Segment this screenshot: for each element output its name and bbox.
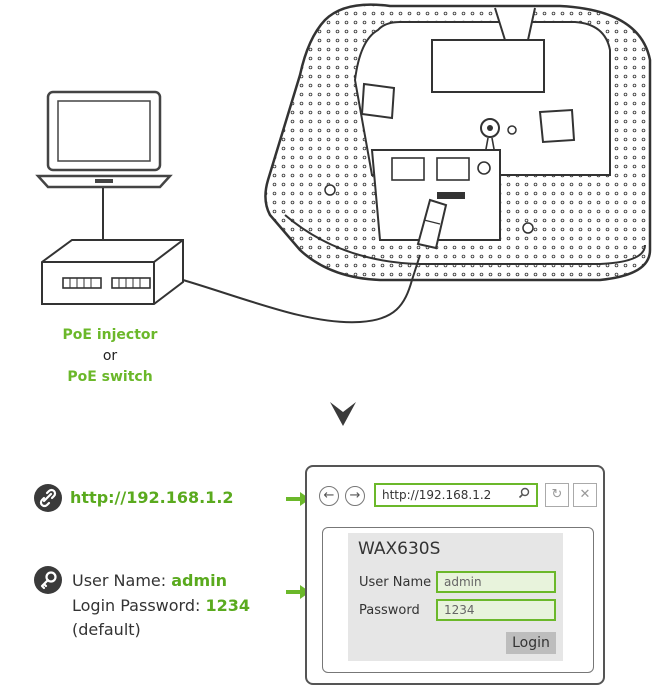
ap-lan1-port bbox=[391, 157, 425, 181]
default-note: (default) bbox=[72, 620, 141, 639]
ethernet-plug bbox=[416, 198, 448, 250]
url-text: http://192.168.1.2 bbox=[70, 488, 234, 507]
username-label: User Name: bbox=[72, 571, 167, 590]
close-icon[interactable]: ✕ bbox=[573, 483, 597, 507]
link-icon bbox=[34, 484, 62, 512]
switch-ports-right bbox=[111, 277, 151, 289]
back-arrow-icon[interactable]: ← bbox=[319, 486, 339, 506]
ap-port-marking bbox=[437, 192, 465, 199]
switch-ports-left bbox=[62, 277, 102, 289]
address-bar-text: http://192.168.1.2 bbox=[382, 488, 492, 502]
key-icon bbox=[34, 566, 62, 594]
username-field-label: User Name bbox=[359, 575, 432, 590]
username-line: User Name: admin bbox=[72, 571, 227, 590]
ap-clip-left bbox=[360, 82, 396, 120]
password-line: Login Password: 1234 bbox=[72, 596, 250, 615]
poe-switch bbox=[41, 239, 184, 305]
password-field[interactable]: 1234 bbox=[436, 599, 556, 621]
right-arrow-icon bbox=[286, 585, 310, 599]
cable-ap bbox=[182, 254, 421, 324]
device-name: WAX630S bbox=[358, 539, 441, 559]
username-value: admin bbox=[171, 571, 228, 590]
login-button[interactable]: Login bbox=[506, 632, 556, 654]
ap-dc-port bbox=[477, 161, 491, 175]
laptop bbox=[35, 90, 173, 189]
poe-switch-label: PoE switch bbox=[67, 369, 153, 385]
laptop-screen bbox=[57, 100, 151, 162]
address-bar[interactable] bbox=[374, 483, 538, 507]
forward-arrow-icon[interactable]: → bbox=[345, 486, 365, 506]
ap-label-plate bbox=[431, 39, 545, 93]
poe-injector-label: PoE injector bbox=[62, 327, 158, 343]
ap-clip-right bbox=[538, 108, 576, 144]
password-value: 1234 bbox=[205, 596, 250, 615]
access-point bbox=[264, 3, 652, 282]
refresh-icon[interactable]: ↻ bbox=[545, 483, 569, 507]
search-icon[interactable] bbox=[518, 487, 530, 502]
right-arrow-icon bbox=[286, 492, 310, 506]
poe-or-label: or bbox=[102, 348, 118, 364]
username-field[interactable]: admin bbox=[436, 571, 556, 593]
password-field-label: Password bbox=[359, 603, 420, 618]
laptop-trackpad bbox=[95, 179, 113, 183]
down-arrow-icon bbox=[330, 402, 356, 426]
ap-lan2-port bbox=[436, 157, 470, 181]
password-label: Login Password: bbox=[72, 596, 201, 615]
